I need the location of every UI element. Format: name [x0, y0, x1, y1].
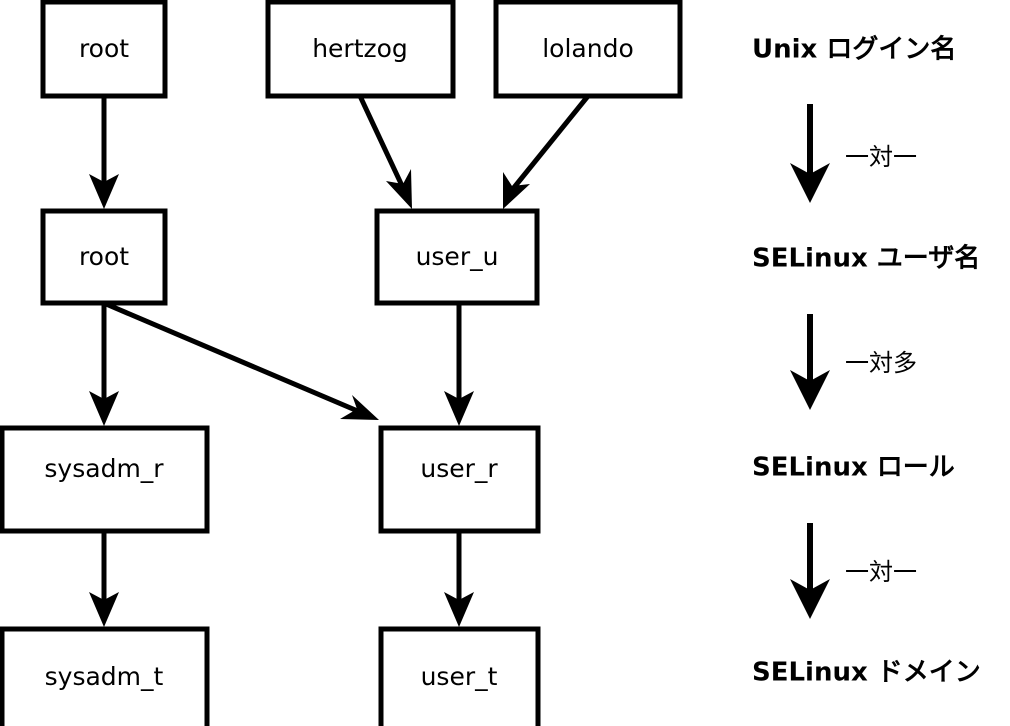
legend-arrow-label: 一対一 — [845, 143, 917, 171]
legend-arrow-label: 一対多 — [845, 349, 917, 377]
node-domain-sysadm-t[interactable]: sysadm_t — [0, 626, 210, 726]
node-label: lolando — [542, 34, 634, 63]
legend-arrow-one-to-one-top: 一対一 — [790, 104, 917, 203]
edge-selinux-root-to-user-r — [105, 301, 379, 420]
node-label: root — [79, 242, 129, 271]
node-selinux-user-user-u[interactable]: user_u — [374, 208, 540, 306]
legend-arrow-one-to-one-bottom: 一対一 — [790, 523, 917, 619]
node-unix-hertzog[interactable]: hertzog — [265, 0, 456, 99]
node-label: user_r — [420, 454, 498, 483]
legend-label-unix-login: Unix ログイン名 — [752, 34, 956, 65]
node-unix-root[interactable]: root — [40, 0, 168, 99]
edge-sysadm-r-to-sysadm-t — [89, 531, 119, 627]
node-selinux-user-root[interactable]: root — [40, 208, 168, 306]
edge-selinux-root-to-sysadm-r — [89, 303, 119, 426]
legend-column: Unix ログイン名 一対一 SELinux ユーザ名 一対多 SELinux … — [752, 34, 981, 688]
edge-user-r-to-user-t — [444, 531, 474, 627]
edge-lolando-to-user-u — [503, 94, 590, 209]
node-label: root — [79, 34, 129, 63]
node-role-user-r[interactable]: user_r — [378, 425, 541, 534]
node-label: user_u — [416, 242, 499, 271]
node-label: user_t — [421, 662, 498, 691]
legend-label-selinux-domain: SELinux ドメイン — [752, 658, 981, 688]
legend-label-selinux-user: SELinux ユーザ名 — [752, 243, 980, 274]
edge-hertzog-to-user-u — [357, 94, 412, 209]
edges-group — [89, 94, 590, 627]
legend-arrow-label: 一対一 — [845, 558, 917, 586]
node-unix-lolando[interactable]: lolando — [493, 0, 683, 99]
edge-unix-root-to-selinux-root — [89, 96, 119, 209]
node-role-sysadm-r[interactable]: sysadm_r — [0, 425, 210, 534]
node-label: sysadm_r — [44, 454, 164, 483]
node-label: sysadm_t — [45, 662, 164, 691]
edge-user-u-to-user-r — [444, 303, 474, 426]
nodes-group: root hertzog lolando root user_u sysadm_ — [0, 0, 683, 726]
legend-label-selinux-role: SELinux ロール — [752, 453, 955, 483]
node-label: hertzog — [312, 34, 408, 63]
node-domain-user-t[interactable]: user_t — [378, 626, 541, 726]
legend-arrow-one-to-many: 一対多 — [790, 314, 917, 410]
